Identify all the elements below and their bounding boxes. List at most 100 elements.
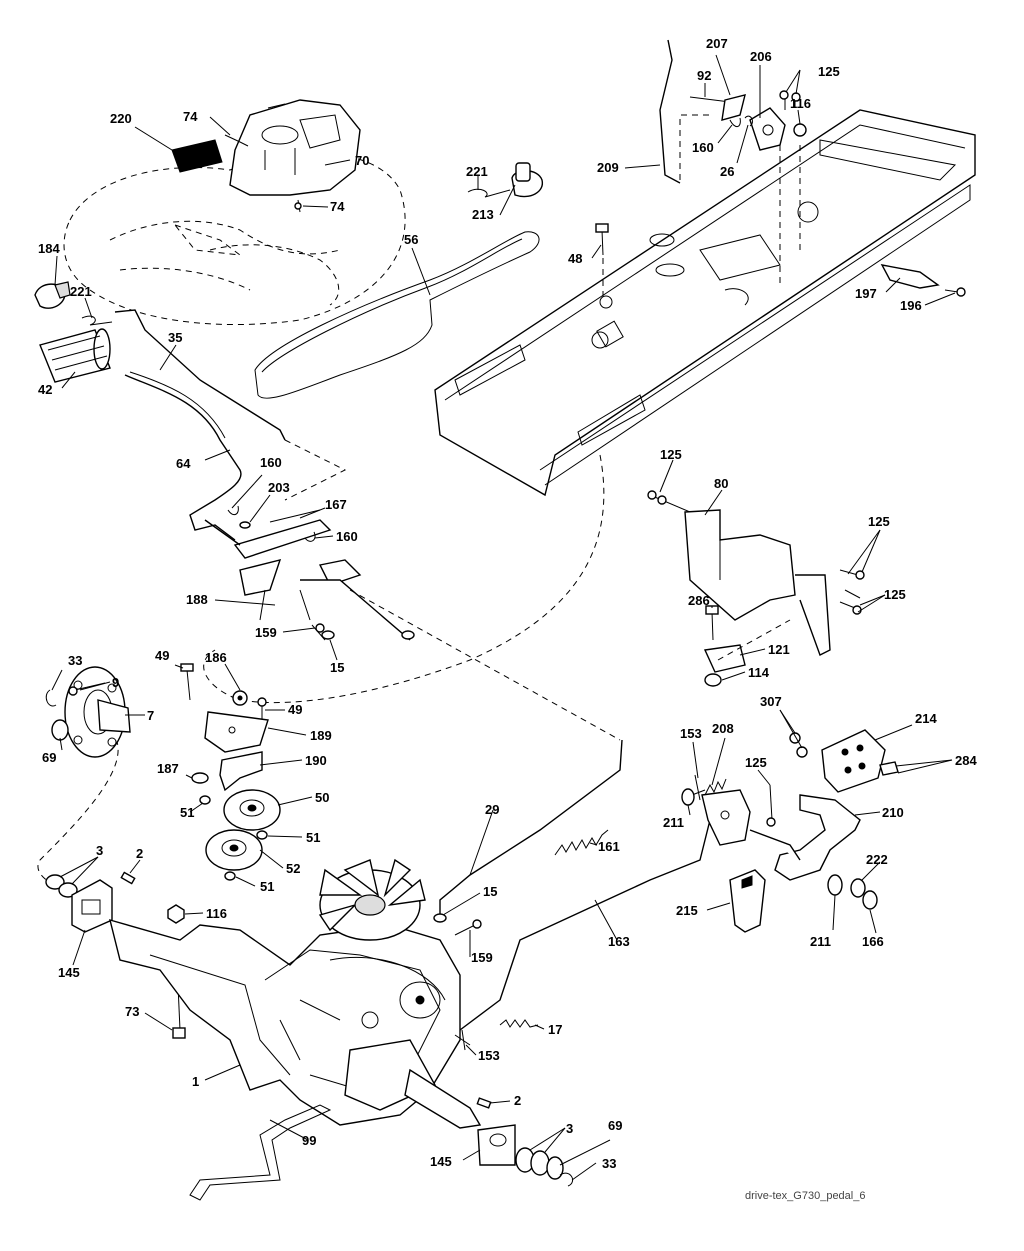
label-99: 99 bbox=[302, 1133, 316, 1148]
label-208: 208 bbox=[712, 721, 734, 736]
label-206: 206 bbox=[750, 49, 772, 64]
label-153: 153 bbox=[478, 1048, 500, 1063]
key-part-2-left bbox=[120, 871, 136, 885]
cotter-part-160-top bbox=[729, 117, 741, 127]
label-125: 125 bbox=[745, 755, 767, 770]
key-part-2-right bbox=[476, 1097, 492, 1109]
label-186: 186 bbox=[205, 650, 227, 665]
label-116: 116 bbox=[206, 906, 227, 921]
grip-part-220 bbox=[171, 139, 223, 173]
spacer-part-145-right bbox=[477, 1124, 516, 1166]
lever-assembly-part-188 bbox=[204, 519, 415, 641]
pin-part-167 bbox=[269, 509, 321, 523]
label-203: 203 bbox=[268, 480, 290, 495]
pad-part-215 bbox=[729, 869, 766, 933]
wire-part-99 bbox=[189, 1104, 332, 1201]
label-56: 56 bbox=[404, 232, 418, 247]
label-207: 207 bbox=[706, 36, 728, 51]
label-222: 222 bbox=[866, 852, 888, 867]
fan-part bbox=[318, 858, 426, 941]
washer-part-166 bbox=[862, 890, 878, 910]
part-labels: 220 74 70 74 221 213 56 184 221 42 35 64… bbox=[38, 36, 977, 1171]
bolt-part-49-a bbox=[180, 663, 194, 701]
label-209: 209 bbox=[597, 160, 619, 175]
label-35: 35 bbox=[168, 330, 182, 345]
washer-part-222 bbox=[850, 878, 866, 898]
label-160: 160 bbox=[260, 455, 282, 470]
pin-part-153-bottom bbox=[454, 1029, 471, 1051]
lever-part-64 bbox=[124, 371, 242, 541]
label-215: 215 bbox=[676, 903, 698, 918]
belt-part-56 bbox=[254, 231, 540, 399]
label-74: 74 bbox=[183, 109, 198, 124]
bolt-part-125-plate bbox=[647, 490, 865, 615]
label-197: 197 bbox=[855, 286, 877, 301]
bolt-part-125-top bbox=[779, 90, 801, 110]
washer-part-203 bbox=[239, 521, 251, 529]
label-125: 125 bbox=[868, 514, 890, 529]
clip-part-33-right bbox=[559, 1172, 573, 1187]
bracket-part-121 bbox=[703, 619, 791, 673]
label-48: 48 bbox=[568, 251, 582, 266]
cotter-part-160-b bbox=[304, 531, 316, 542]
label-1: 1 bbox=[192, 1074, 199, 1089]
label-213: 213 bbox=[472, 207, 494, 222]
washer-part-15-b bbox=[433, 913, 447, 923]
screw-part-74 bbox=[224, 103, 302, 213]
label-220: 220 bbox=[110, 111, 132, 126]
bolt-part-49-b bbox=[257, 697, 267, 728]
label-49: 49 bbox=[155, 648, 169, 663]
clip-part-221-left bbox=[81, 315, 113, 326]
pedal-pad-part-214 bbox=[821, 729, 886, 793]
washer-part-69-left bbox=[51, 719, 69, 741]
label-7: 7 bbox=[147, 708, 154, 723]
vertical-dash-lines bbox=[779, 145, 801, 285]
diagram-caption: drive-tex_G730_pedal_6 bbox=[745, 1190, 865, 1202]
washer-part-211-a bbox=[681, 788, 695, 806]
label-159: 159 bbox=[255, 625, 277, 640]
grip-part-42 bbox=[39, 328, 111, 383]
label-3: 3 bbox=[566, 1121, 573, 1136]
bolt-part-196 bbox=[944, 287, 966, 297]
fender-outline bbox=[63, 152, 406, 326]
frame-chassis bbox=[434, 109, 976, 497]
label-166: 166 bbox=[862, 934, 884, 949]
washer-part-15-a bbox=[321, 630, 335, 640]
washer-part-3-left bbox=[45, 874, 78, 898]
label-187: 187 bbox=[157, 761, 179, 776]
label-15: 15 bbox=[330, 660, 344, 675]
label-9: 9 bbox=[112, 675, 119, 690]
label-214: 214 bbox=[915, 711, 937, 726]
bolt-part-92 bbox=[689, 96, 731, 103]
label-284: 284 bbox=[955, 753, 977, 768]
label-163: 163 bbox=[608, 934, 630, 949]
knob-part-213 bbox=[511, 162, 544, 198]
knob-part-184 bbox=[34, 281, 71, 309]
nut-part-186 bbox=[232, 690, 248, 706]
label-145: 145 bbox=[430, 1154, 452, 1169]
label-167: 167 bbox=[325, 497, 347, 512]
washer-part-69-right bbox=[546, 1156, 564, 1180]
label-49: 49 bbox=[288, 702, 302, 717]
label-125: 125 bbox=[818, 64, 840, 79]
leader-lines bbox=[51, 54, 956, 1181]
washer-part-187 bbox=[191, 772, 209, 784]
label-51: 51 bbox=[306, 830, 320, 845]
label-190: 190 bbox=[305, 753, 327, 768]
rod-part-163 bbox=[459, 811, 713, 1031]
label-70: 70 bbox=[355, 153, 369, 168]
label-114: 114 bbox=[748, 665, 770, 680]
nut-part-116-top bbox=[793, 123, 807, 137]
clip-part-33-left bbox=[45, 689, 57, 707]
bracket-part-197 bbox=[880, 264, 940, 289]
bolt-part-48 bbox=[595, 223, 609, 300]
label-161: 161 bbox=[598, 839, 620, 854]
plate-part-80 bbox=[684, 509, 831, 656]
label-42: 42 bbox=[38, 382, 52, 397]
rod-part-29 bbox=[439, 739, 623, 915]
label-210: 210 bbox=[882, 805, 904, 820]
spacer-part-145-left bbox=[71, 879, 113, 933]
label-211: 211 bbox=[810, 934, 831, 949]
label-116: 116 bbox=[790, 96, 811, 111]
